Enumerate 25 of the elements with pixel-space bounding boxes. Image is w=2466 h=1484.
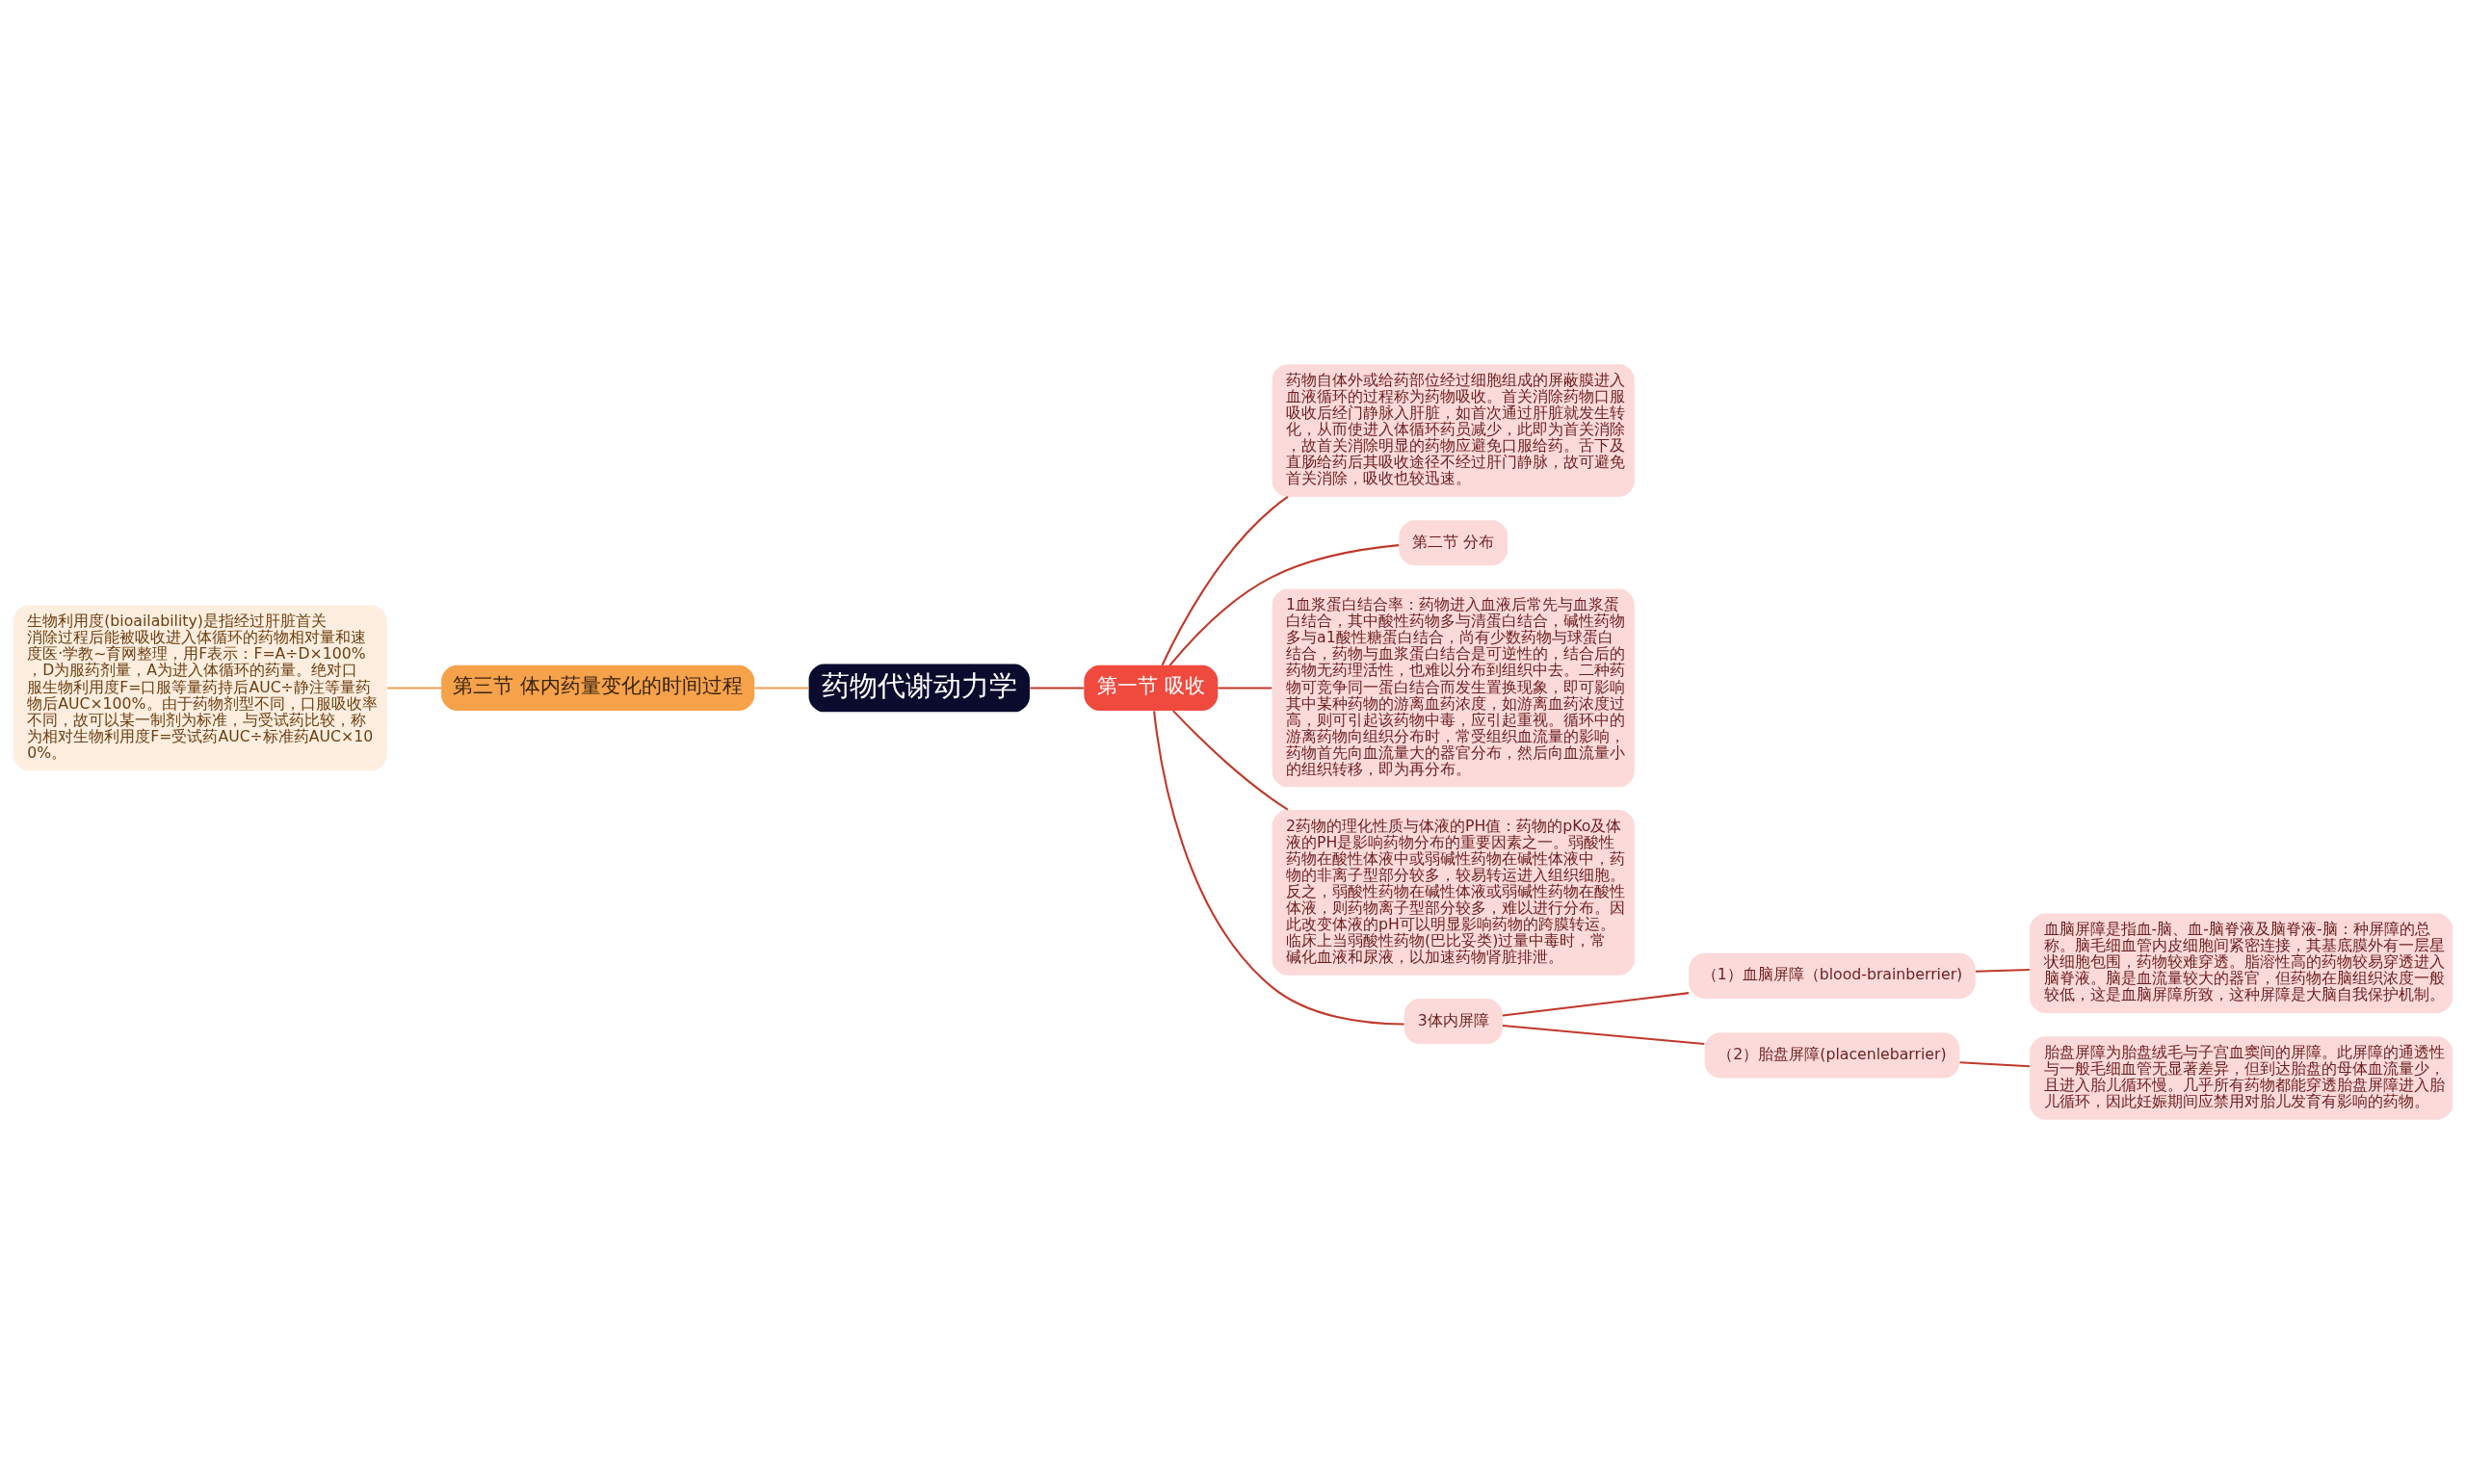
connector: [1172, 710, 1289, 811]
node-box: 药物自体外或给药部位经过细胞组成的屏蔽膜进入血液循环的过程称为药物吸收。首关消除药物口服吸收后经门静脉入肝脏，如首次通过肝脏就发生转化，从而使进入体循环药员减少，此即为首关消除，故首关消除明显的药物应避免口服给药。舌下及直肠给药后其吸收途径不经过肝门静脉，故可避免首关消除，吸收也较迅速。: [1272, 364, 1635, 497]
node-box: 胎盘屏障为胎盘绒毛与子宫血窦间的屏障。此屏障的通透性与一般毛细血管无显著差异，但到达胎盘的母体血流量少，且进入胎儿循环慢。几乎所有药物都能穿透胎盘屏障进入胎儿循环，因此妊娠期间应禁用对胎儿发育有影响的药物。: [2030, 1036, 2453, 1120]
node-box: 1血浆蛋白结合率：药物进入血液后常先与血浆蛋白结合，其中酸性药物多与清蛋白结合，碱性药物多与a1酸性糖蛋白结合，尚有少数药物与球蛋白结合，药物与血浆蛋白结合是可逆性的，结合后的药物无药理活性，也难以分布到组织中去。二种药物可竞争同一蛋白结合而发生置换现象，即可影响其中某种药物的游离血药浓度，如游离血药浓度过高，则可引起该药物中毒，应引起重视。循环中的游离药物向组织分布时，常受组织血流量的影响，药物首先向血流量大的器官分布，然后向血流量小的组织转移，即为再分布。: [1272, 588, 1635, 788]
node-box: （2）胎盘屏障(placenlebarrier): [1704, 1032, 1960, 1079]
connector: [1975, 968, 2030, 973]
connector: [1502, 992, 1690, 1017]
node-box: （1）血脑屏障（blood-brainberrier): [1689, 952, 1976, 999]
connector: [387, 687, 442, 690]
connector: [1030, 687, 1085, 690]
node-box: 第二节 分布: [1399, 520, 1508, 566]
connector: [754, 687, 809, 690]
node-box: 血脑屏障是指血-脑、血-脑脊液及脑脊液-脑：种屏障的总称。脑毛细血管内皮细胞间紧密连接，其基底膜外有一层星状细胞包围，药物较难穿透。脂溶性高的药物较易穿透进入脑脊液。脑是血流量较大的器官，但药物在脑组织浓度一般较低，这是血脑屏障所致，这种屏障是大脑自我保护机制。: [2030, 913, 2453, 1013]
node-box: 第一节 吸收: [1084, 664, 1219, 712]
connector: [1502, 1025, 1705, 1046]
connector: [1218, 687, 1272, 690]
connector: [1161, 496, 1289, 666]
node-box: 第三节 体内药量变化的时间过程: [441, 664, 755, 712]
node-box: 药物代谢动力学: [808, 664, 1030, 713]
node-box: 3体内屏障: [1404, 998, 1503, 1045]
connector: [1153, 711, 1404, 1026]
connector: [1168, 544, 1400, 666]
node-box: 生物利用度(bioailability)是指经过肝脏首关消除过程后能被吸收进入体循环的药物相对量和速度医·学教~育网整理，用F表示：F=A÷D×100%，D为服药剂量，A为进入体循环的药量。绝对口服生物利用度F=口服等量药持后AUC÷静注等量药物后AUC×100%。由于药物剂型不同，口服吸收率不同，故可以某一制剂为标准，与受试药比较，称为相对生物利用度F=受试药AUC÷标准药AUC×100%。: [13, 605, 387, 771]
connector: [1959, 1061, 2031, 1068]
node-box: 2药物的理化性质与体液的PH值：药物的pKo及体液的PH是影响药物分布的重要因素之一。弱酸性药物在酸性体液中或弱碱性药物在碱性体液中，药物的非离子型部分较多，较易转运进入组织细胞。反之，弱酸性药物在碱性体液或弱碱性药物在酸性体液，则药物离子型部分较多，难以进行分布。因此改变体液的pH可以明显影响药物的跨膜转运。临床上当弱酸性药物(巴比妥类)过量中毒时，常碱化血液和尿液，以加速药物肾脏排泄。: [1272, 809, 1635, 976]
